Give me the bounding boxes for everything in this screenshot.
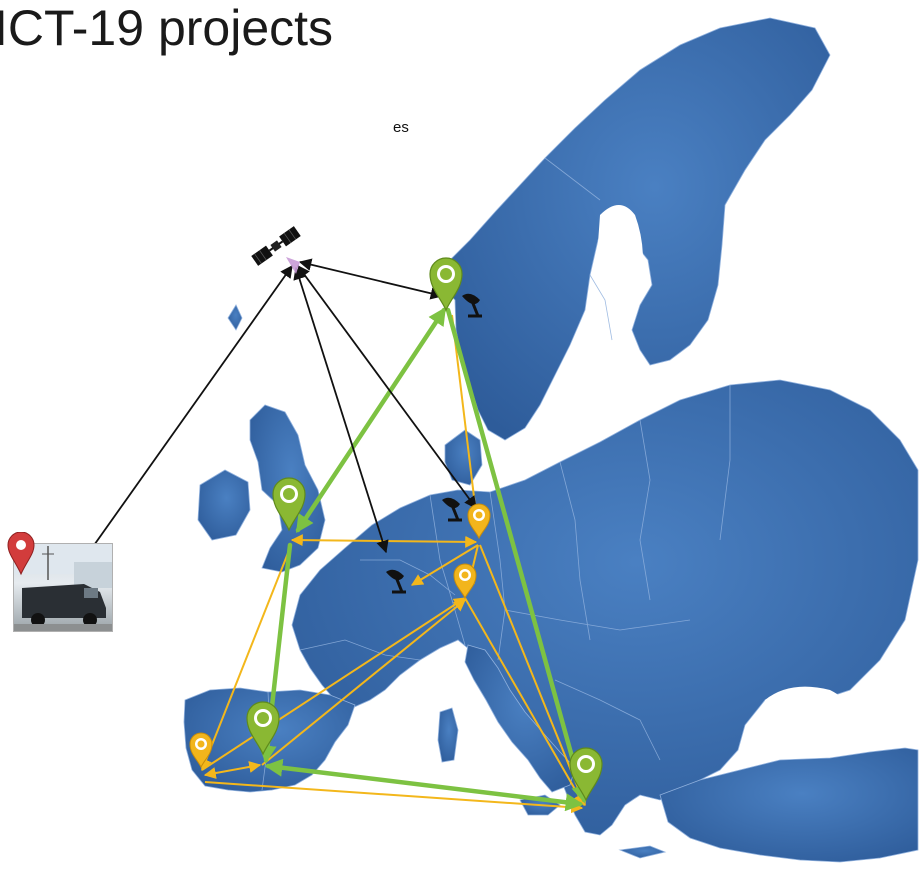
- link-germany-france: [410, 544, 479, 586]
- link-spain-alps: [261, 599, 466, 766]
- denmark: [444, 429, 483, 486]
- sat-link-france: [293, 266, 389, 554]
- green-link-spain-greece: [264, 758, 584, 812]
- satellite-dish-icon: [442, 497, 462, 522]
- gulf-of-bothnia: [578, 205, 644, 370]
- sardinia: [437, 707, 459, 763]
- link-uk-portugal: [200, 547, 291, 772]
- broadcast-van-image: [13, 543, 113, 632]
- small-island: [227, 304, 243, 331]
- ireland: [197, 469, 251, 541]
- location-pin-icon-green-spain: [246, 701, 280, 756]
- location-pin-icon-green-uk: [272, 477, 306, 532]
- location-pin-icon-green-greece: [569, 747, 603, 802]
- crete: [618, 845, 667, 859]
- sat-link-van: [74, 264, 293, 574]
- satellite-icon: [251, 226, 301, 266]
- van-icon: [14, 544, 112, 631]
- link-portugal-greece: [204, 781, 584, 814]
- location-pin-icon-yellow-alps: [453, 563, 477, 600]
- link-portugal-alps: [201, 597, 467, 771]
- sat-link-norway: [298, 258, 444, 300]
- black-sea: [765, 686, 853, 742]
- page-title: ICT-19 projects: [0, 0, 334, 56]
- link-portugal-spain: [203, 761, 262, 779]
- satellite-links: [74, 258, 477, 574]
- satellite-dish-icon: [386, 569, 406, 594]
- location-pin-icon-yellow-germany: [467, 503, 491, 540]
- location-pin-icon-red: [7, 532, 35, 576]
- map-text-label: es: [393, 119, 409, 136]
- location-pin-icon-green-norway: [429, 257, 463, 312]
- location-pin-icon-yellow-portugal: [189, 732, 213, 769]
- satellite-dish-icon: [462, 293, 482, 318]
- turkey: [659, 747, 919, 863]
- europe-landmass: [183, 17, 919, 863]
- satellite-beam-highlight: [286, 257, 300, 274]
